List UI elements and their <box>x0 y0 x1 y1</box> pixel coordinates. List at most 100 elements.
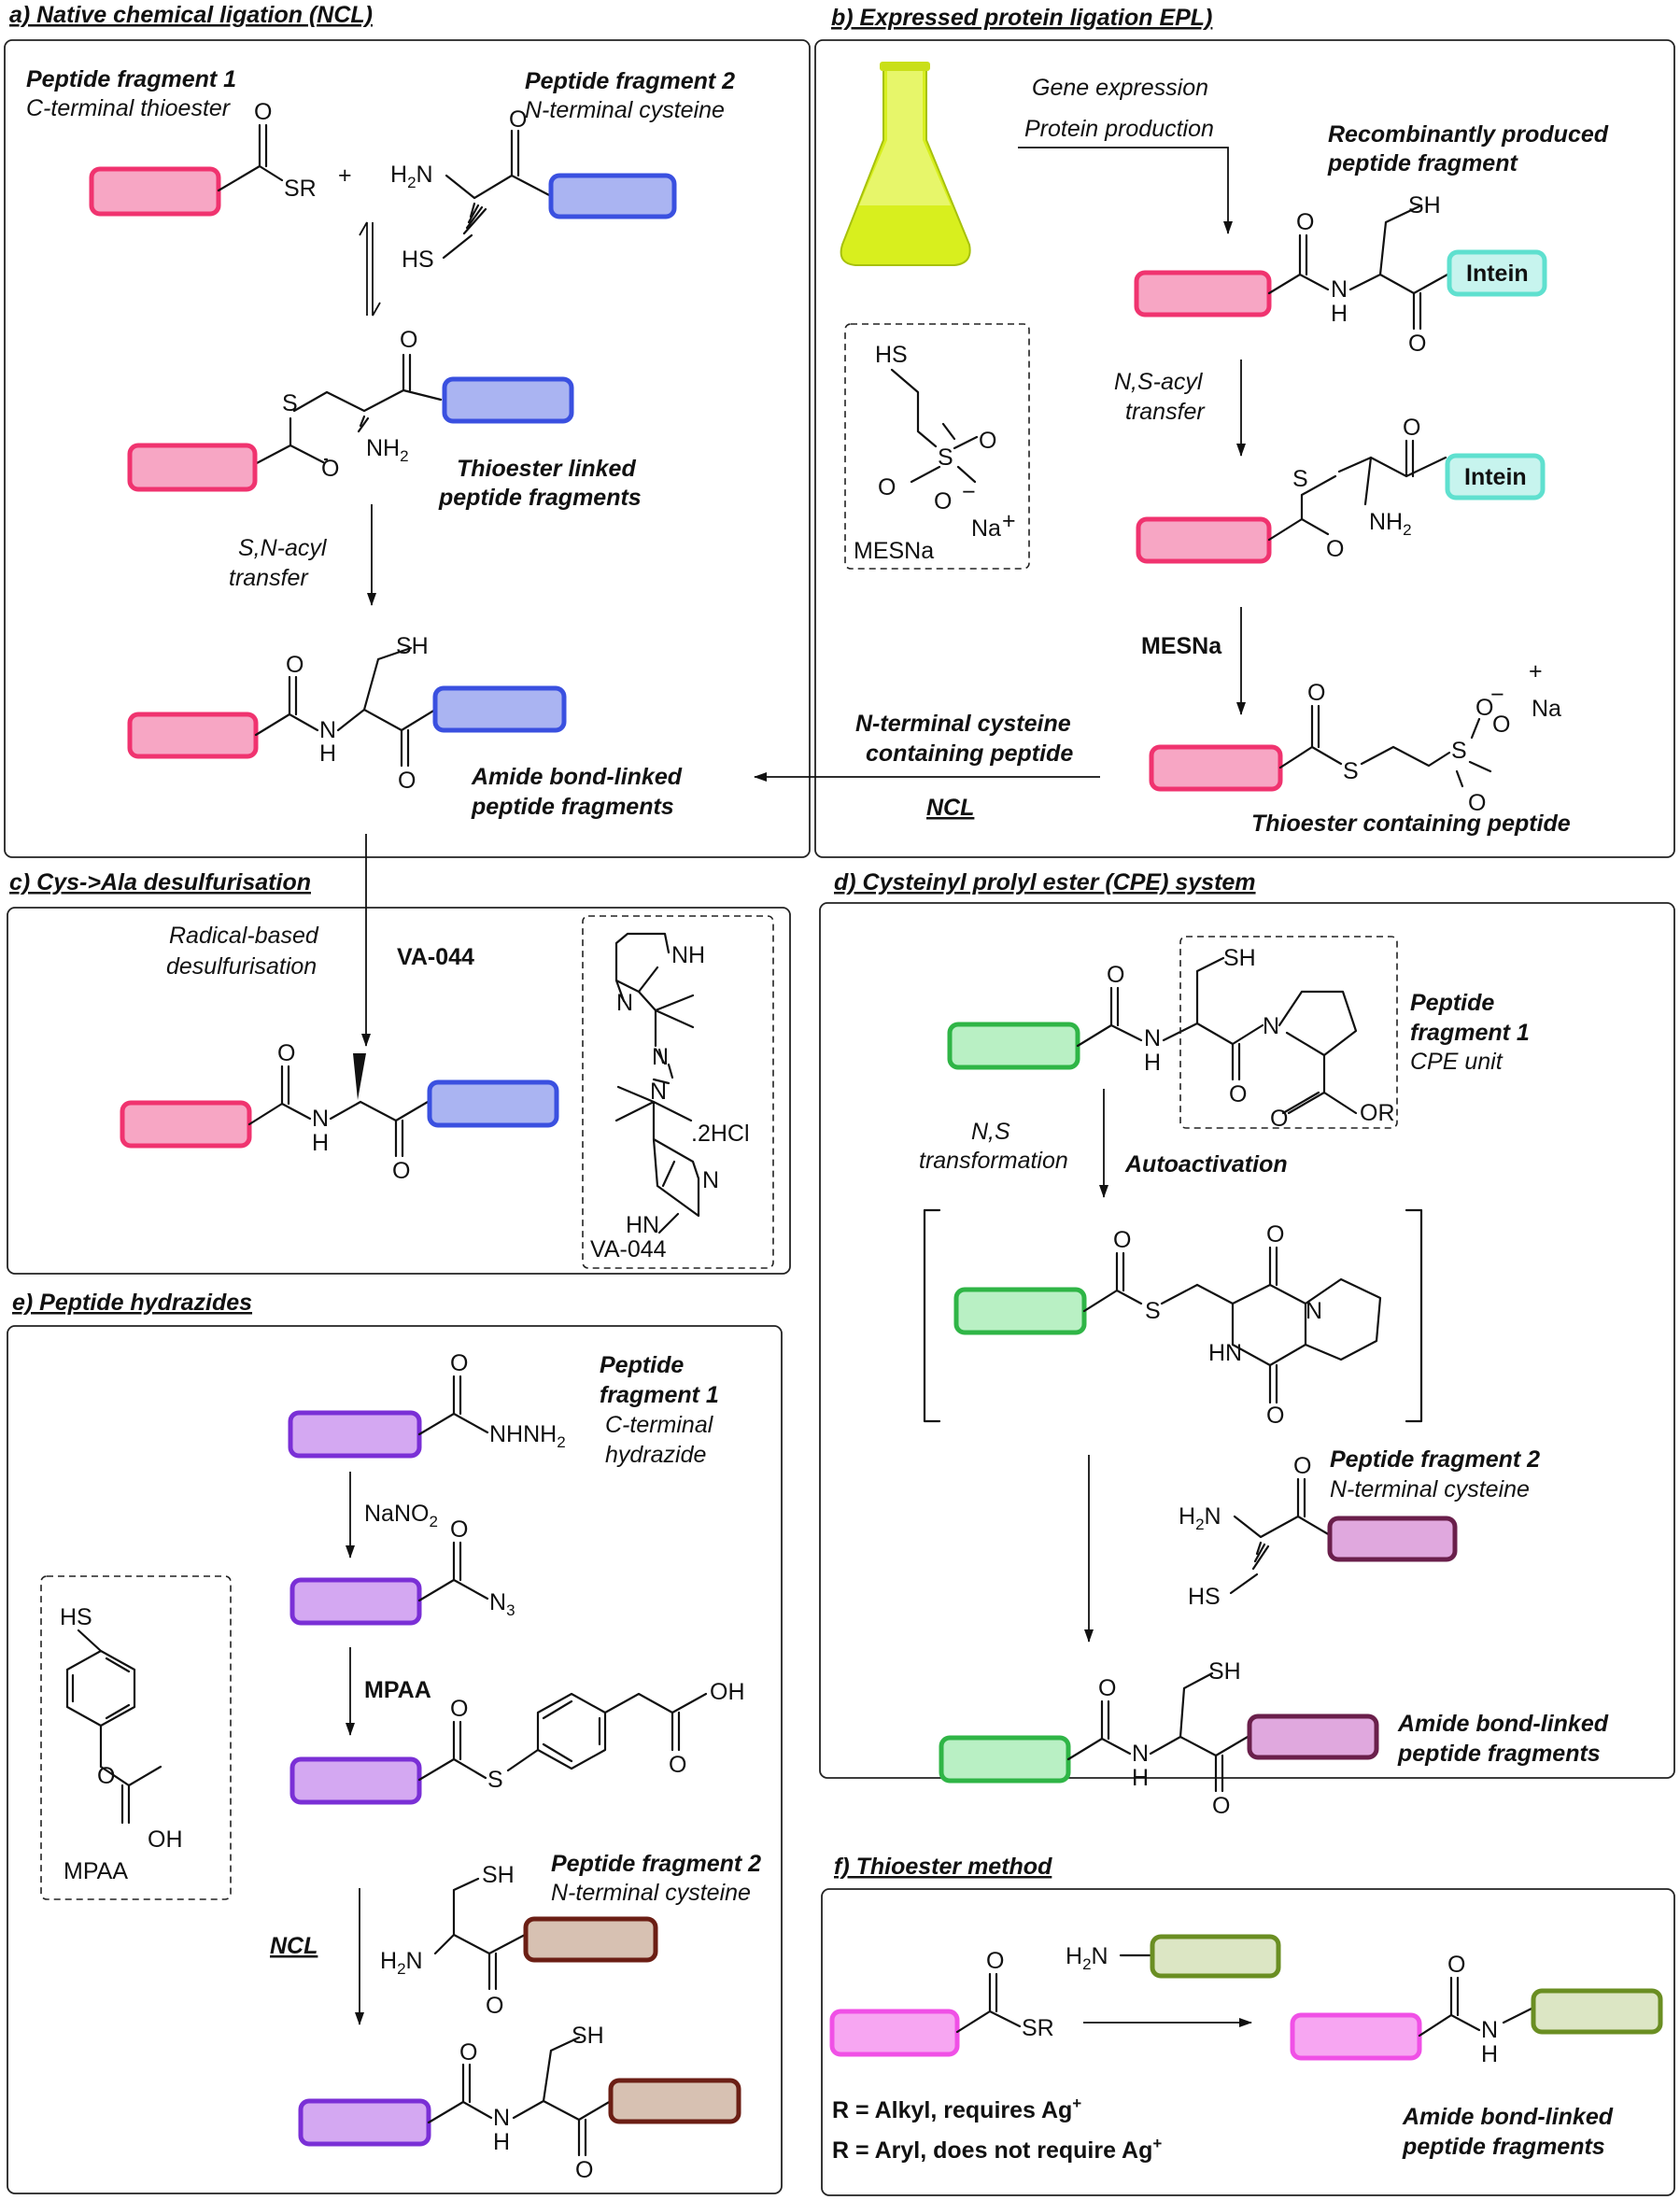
atom-oh-e: OH <box>710 1679 745 1705</box>
cpe-box <box>1179 936 1398 1129</box>
thioester-bonds <box>217 123 284 192</box>
panel-d: O N H O SH N O OR Peptide fragment 1 CPE… <box>919 936 1609 1819</box>
atom-h-b1: H <box>1331 301 1348 327</box>
atom-o-d5: O <box>1266 1221 1284 1248</box>
atom-s-b3: S <box>1343 758 1359 784</box>
panel-e-title: e) Peptide hydrazides <box>12 1290 252 1316</box>
peptide-block-olive-f1 <box>1150 1934 1281 1979</box>
product-label-d-1: Amide bond-linked <box>1397 1711 1609 1737</box>
desulf-label-1: Radical-based <box>169 923 319 949</box>
atom-n-va4: N <box>702 1167 719 1193</box>
peptide-block-red-3 <box>127 712 259 759</box>
frag1-subtitle: C-terminal thioester <box>26 95 232 121</box>
peptide-block-blue-c <box>427 1079 559 1128</box>
atom-hs-mpaa: HS <box>60 1604 92 1630</box>
ch2-sh-bond <box>442 233 473 260</box>
thioester-label-2: peptide fragments <box>438 485 642 511</box>
atom-n-va1: N <box>616 990 633 1016</box>
atom-o-e2: O <box>450 1516 468 1543</box>
peptide-block-violet-e4 <box>298 2098 431 2147</box>
atom-hn-va: HN <box>626 1212 659 1238</box>
atom-nh2: NH2 <box>366 435 409 465</box>
atom-o-b5: O <box>1307 680 1325 706</box>
bracket-right <box>1405 1208 1423 1423</box>
atom-o-d4: O <box>1113 1227 1131 1253</box>
atom-hs-mesna: HS <box>875 342 908 368</box>
hydrazide-bonds <box>417 1375 489 1436</box>
atom-oh-mpaa: OH <box>148 1826 183 1853</box>
atom-o-b8: O <box>1468 790 1486 816</box>
panel-b-title: b) Expressed protein ligation EPL) <box>831 5 1212 31</box>
azide-bonds <box>417 1541 489 1602</box>
frag1-title: Peptide fragment 1 <box>26 66 236 92</box>
plus-b: + <box>1529 658 1543 684</box>
desulf-label-2: desulfurisation <box>166 953 317 980</box>
panel-e: Peptide fragment 1 C-terminal hydrazide … <box>40 1350 761 2183</box>
atom-o-mesna-2: O <box>878 474 896 501</box>
atom-n-d3: N <box>1306 1298 1322 1324</box>
atom-or-d: OR <box>1360 1100 1395 1126</box>
ncl-label-b: NCL <box>926 795 974 821</box>
peptide-block-green-d3 <box>939 1735 1071 1784</box>
amide-e-bonds <box>427 2036 613 2157</box>
panel-a: Peptide fragment 1 C-terminal thioester … <box>26 66 735 820</box>
acyl-step-2: transfer <box>1125 399 1206 425</box>
atom-n: N <box>319 717 336 743</box>
panel-c-title: c) Cys->Ala desulfurisation <box>9 869 311 896</box>
atom-n-d2: N <box>1263 1013 1279 1039</box>
peptide-block-red-c <box>120 1100 252 1149</box>
step-label-1: S,N-acyl <box>238 535 328 561</box>
va044-reagent: VA-044 <box>397 944 474 970</box>
panel-a-title: a) Native chemical ligation (NCL) <box>9 2 373 28</box>
frag2-sub-d: N-terminal cysteine <box>1330 1476 1530 1502</box>
atom-sh-e2: SH <box>572 2023 604 2049</box>
atom-o: O <box>254 99 272 125</box>
r-alkyl: R = Alkyl, requires Ag+ <box>832 2094 1081 2123</box>
panel-f: O SR H2N O N H R = Alkyl, requires Ag+ R… <box>829 1934 1663 2164</box>
atom-o-mesna-1: O <box>979 428 996 454</box>
atom-n-va3: N <box>650 1079 667 1105</box>
r-aryl: R = Aryl, does not require Ag+ <box>832 2135 1162 2164</box>
mpaa-caption: MPAA <box>64 1858 128 1884</box>
atom-n-f: N <box>1481 2017 1498 2043</box>
atom-o-f2: O <box>1447 1952 1465 1978</box>
product-label-f-2: peptide fragments <box>1402 2134 1605 2160</box>
peptide-block-violet-e3 <box>289 1756 422 1805</box>
peptide-block-red <box>89 166 221 217</box>
atom-o-d3: O <box>1270 1106 1288 1132</box>
panel-c: Radical-based desulfurisation VA-044 O N… <box>120 915 774 1269</box>
mpaa-bonds <box>65 1629 162 1825</box>
atom-s: S <box>282 390 298 416</box>
atom-o5: O <box>286 652 304 678</box>
atom-sr: SR <box>284 176 317 202</box>
step-label-2: transfer <box>229 565 309 591</box>
peptide-block-brown-e1 <box>523 1916 658 1963</box>
atom-o-d8: O <box>1098 1675 1116 1701</box>
panel-a-frame <box>4 39 811 858</box>
plus-mesna: + <box>1002 508 1016 534</box>
atom-sh: SH <box>396 633 429 659</box>
peptide-block-magenta-f1 <box>829 2009 960 2057</box>
panel-f-title: f) Thioester method <box>834 1854 1052 1880</box>
atom-n3: N3 <box>489 1589 515 1619</box>
recomb-bonds <box>1267 204 1449 331</box>
panel-d-frame <box>819 902 1675 1779</box>
atom-hs-d: HS <box>1188 1584 1221 1610</box>
amide-d-bonds <box>1066 1671 1249 1793</box>
cys-d-bonds <box>1233 1477 1332 1539</box>
atom-sh-b1: SH <box>1408 192 1441 219</box>
cys-e-bonds <box>433 1877 527 1991</box>
atom-o-e5: O <box>486 1993 503 2019</box>
nano2-label: NaNO2 <box>364 1501 438 1530</box>
atom-n-d1: N <box>1144 1025 1161 1051</box>
ala-bonds <box>247 1065 430 1158</box>
atom-n-e: N <box>493 2105 510 2131</box>
atom-s-d: S <box>1145 1298 1161 1324</box>
peptide-block-violet-e1 <box>288 1410 422 1459</box>
atom-s-e: S <box>487 1767 503 1793</box>
peptide-block-maroon-d2 <box>1247 1713 1379 1760</box>
atom-hn-d: HN <box>1208 1340 1242 1366</box>
recomb-label-1: Recombinantly produced <box>1328 121 1609 148</box>
bracket-left <box>923 1208 941 1423</box>
cpe-frag-sub: CPE unit <box>1410 1049 1504 1075</box>
